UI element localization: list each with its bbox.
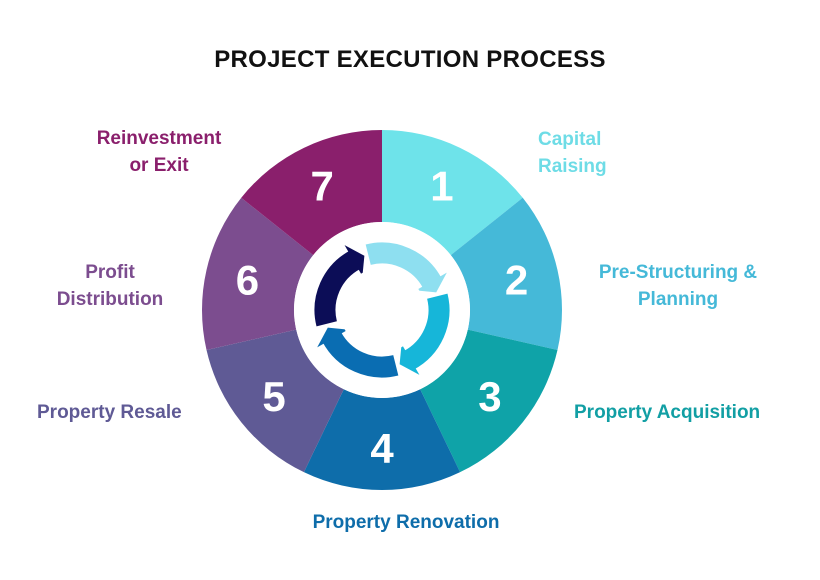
segment-4-number: 4 bbox=[370, 425, 394, 472]
step-7-label-line-2: or Exit bbox=[129, 155, 189, 176]
segment-6 bbox=[202, 197, 314, 351]
segment-2-number: 2 bbox=[505, 256, 528, 303]
step-1-label-line-2: Raising bbox=[538, 156, 607, 177]
cycle-center bbox=[340, 268, 424, 352]
segment-5 bbox=[206, 329, 344, 473]
cycle-arrowhead-2 bbox=[399, 343, 420, 375]
cycle-arrowhead-3 bbox=[317, 327, 349, 348]
step-5-label: Property Resale bbox=[37, 399, 182, 426]
diagram-title: PROJECT EXECUTION PROCESS bbox=[214, 46, 606, 73]
segment-1-number: 1 bbox=[430, 163, 453, 210]
step-6-label-line-1: Profit bbox=[85, 262, 135, 283]
step-2-label-line-1: Pre-Structuring & bbox=[598, 262, 758, 283]
step-7-label-line-1: Reinvestment bbox=[96, 128, 222, 149]
segment-1 bbox=[382, 130, 523, 256]
cycle-arc-2 bbox=[403, 293, 450, 370]
segment-3-number: 3 bbox=[478, 373, 501, 420]
step-5-label-line-1: Property Resale bbox=[37, 402, 182, 423]
segment-5-number: 5 bbox=[262, 373, 285, 420]
step-2-label: Pre-Structuring & Planning bbox=[578, 259, 778, 313]
cycle-arrowhead-4 bbox=[344, 245, 365, 277]
step-3-label-line-1: Property Acquisition bbox=[574, 402, 761, 423]
step-3-label: Property Acquisition bbox=[574, 399, 760, 426]
step-7-label: Reinvestment or Exit bbox=[70, 125, 248, 179]
cycle-arrowhead-1 bbox=[415, 272, 447, 293]
segment-6-number: 6 bbox=[236, 256, 259, 303]
segment-2 bbox=[450, 197, 562, 351]
step-6-label: Profit Distribution bbox=[30, 259, 190, 313]
step-1-label: Capital Raising bbox=[538, 126, 607, 180]
cycle-arc-3 bbox=[322, 331, 399, 378]
cycle-arc-4 bbox=[314, 250, 361, 327]
cycle-arrows-icon bbox=[314, 242, 450, 378]
cycle-arc-1 bbox=[365, 242, 442, 289]
step-4-label: Property Renovation bbox=[0, 509, 812, 536]
segment-7 bbox=[241, 130, 382, 256]
step-6-label-line-2: Distribution bbox=[56, 289, 164, 310]
step-4-label-line-1: Property Renovation bbox=[312, 512, 500, 533]
step-2-label-line-2: Planning bbox=[637, 289, 719, 310]
segment-3 bbox=[420, 329, 558, 473]
step-1-label-line-1: Capital bbox=[538, 129, 602, 150]
segment-4 bbox=[303, 389, 461, 490]
segment-7-number: 7 bbox=[310, 163, 333, 210]
